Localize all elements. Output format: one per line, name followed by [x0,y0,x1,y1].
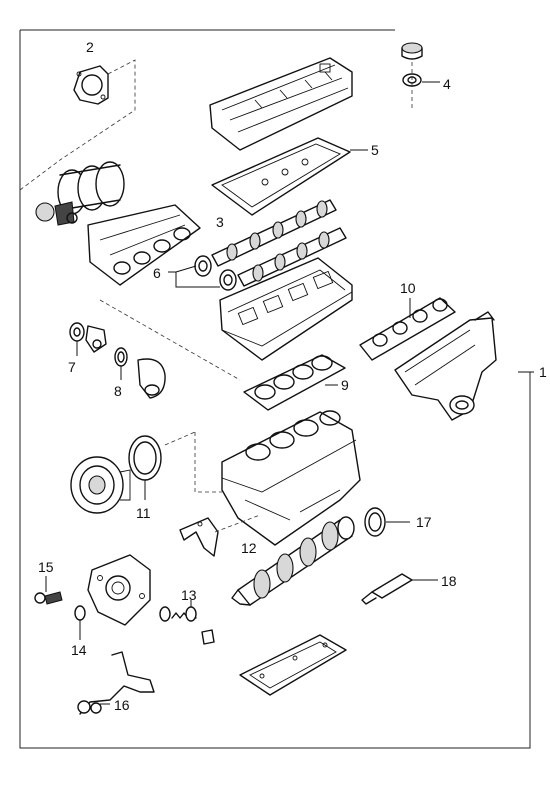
relief-valve-seal [159,600,215,645]
oil-pump-gasket [179,514,261,557]
oil-pan-gasket [239,634,347,696]
cylinder-block [194,410,361,546]
water-pump [70,456,131,514]
callout-14: 14 [71,642,87,658]
oil-filler-cap-seal [401,42,440,110]
callout-13: 13 [181,587,197,603]
callout-18: 18 [441,573,457,589]
front-cover-seal [128,431,196,500]
callout-12: 12 [241,540,257,556]
intake-manifold [19,159,201,286]
exhaust-manifold-gasket [359,297,456,361]
callout-11: 11 [136,505,151,521]
callout-15: 15 [38,559,54,575]
callout-6: 6 [153,265,161,281]
oil-pump-housing [87,554,151,626]
callout-16: 16 [114,697,130,713]
sealant-tube [361,573,438,605]
camshaft-seals [168,255,237,291]
cylinder-head-gasket [243,354,346,411]
thermostat-housing-seal [69,299,241,381]
water-outlet-seal [114,347,166,399]
callout-4: 4 [443,76,451,92]
drain-bolt-washer [34,576,63,605]
camshafts [211,199,347,287]
callout-8: 8 [114,383,122,399]
rear-main-seal [364,507,410,537]
cylinder-head [219,257,353,361]
callout-17: 17 [416,514,432,530]
valve-cover [209,57,353,151]
callout-9: 9 [341,377,349,393]
valve-cover-gasket [211,137,368,216]
exhaust-manifold [394,311,497,421]
callout-5: 5 [371,142,379,158]
callout-3: 3 [216,214,224,230]
oil-strainer-pipe [77,651,155,715]
kit-frame [19,29,531,749]
callout-7: 7 [68,359,76,375]
throttle-body-gasket [59,59,136,161]
callout-10: 10 [400,280,416,296]
callout-2: 2 [86,39,94,55]
o-ring [74,605,86,640]
callout-1: 1 [539,364,547,380]
crankshaft [231,516,355,606]
